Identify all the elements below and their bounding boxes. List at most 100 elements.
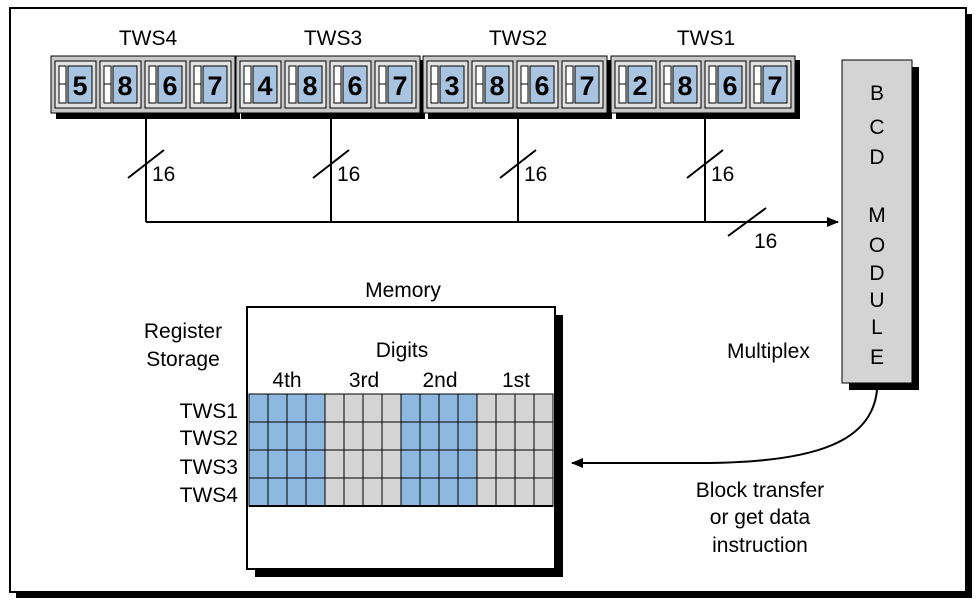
thumbwheel-digit: 8: [489, 71, 504, 101]
memory-bit-cell: [438, 421, 459, 451]
thumbwheel-window: [484, 65, 510, 104]
memory-bit-cell: [305, 449, 326, 479]
memory-bit-cell: [400, 421, 421, 451]
bus-lines: [145, 118, 839, 227]
memory-bit-cell: [362, 477, 383, 507]
register-label-line1: Register: [144, 320, 222, 343]
memory-bit-cell: [343, 393, 364, 423]
memory-bit-cell: [286, 393, 307, 423]
thumbwheel-digit: 8: [302, 71, 317, 101]
memory-bit-cell: [324, 421, 345, 451]
memory-bit-cell: [343, 449, 364, 479]
memory-bit-cell: [495, 449, 516, 479]
memory-bit-cell: [514, 449, 535, 479]
thumbwheel-digit: 6: [534, 71, 549, 101]
thumbwheel-window: [574, 65, 600, 104]
memory-bit-cell: [419, 477, 440, 507]
bus-width-label-tws3: 16: [337, 163, 360, 186]
thumbwheel-digit: 4: [257, 71, 272, 101]
thumbwheel-digit: 8: [677, 71, 692, 101]
memory-bit-cell: [514, 421, 535, 451]
memory-bit-cell: [400, 449, 421, 479]
memory-bit-cell: [495, 421, 516, 451]
digit-column-2nd: 2nd: [422, 369, 457, 392]
module-letter: E: [870, 346, 884, 369]
memory-bit-cell: [343, 477, 364, 507]
memory-bit-cell: [400, 393, 421, 423]
thumbwheel-window: [762, 65, 788, 104]
thumbwheel-window: [67, 65, 93, 104]
memory-bit-cell: [476, 393, 497, 423]
memory-bit-cell: [381, 477, 402, 507]
memory-bit-cell: [419, 393, 440, 423]
module-letter: U: [869, 289, 884, 312]
memory-row-label: TWS3: [180, 456, 238, 479]
memory-bit-cell: [248, 421, 269, 451]
memory-bit-cell: [381, 449, 402, 479]
thumbwheel-digit: 6: [347, 71, 362, 101]
memory-bit-cell: [514, 477, 535, 507]
memory-bit-cell: [267, 449, 288, 479]
transfer-arrow: [571, 389, 878, 468]
memory-bit-cell: [419, 421, 440, 451]
memory-bit-cell: [286, 421, 307, 451]
thumbwheel-window: [252, 65, 278, 104]
memory-bit-cell: [324, 477, 345, 507]
thumbwheel-window: [112, 65, 138, 104]
memory-bit-cell: [362, 449, 383, 479]
bcd-module: [841, 59, 913, 384]
memory-bit-cell: [400, 477, 421, 507]
module-letter: L: [871, 316, 883, 339]
memory-bit-cell: [343, 421, 364, 451]
thumbwheel-digit: 2: [632, 71, 647, 101]
digit-column-3rd: 3rd: [349, 369, 379, 392]
thumbwheel-digit: 5: [72, 71, 87, 101]
memory-bit-cell: [286, 477, 307, 507]
module-letter: O: [869, 234, 885, 257]
memory-bit-cell: [438, 477, 459, 507]
thumbwheel-digit: 3: [444, 71, 459, 101]
thumbwheel-digit: 7: [392, 71, 407, 101]
memory-bit-cell: [514, 393, 535, 423]
thumbwheel-digit: 8: [117, 71, 132, 101]
memory-bit-cell: [362, 393, 383, 423]
bus-width-label-tws4: 16: [152, 163, 175, 186]
memory-bit-cell: [533, 449, 554, 479]
bus-width-label-tws1: 16: [711, 163, 734, 186]
tws3-label: TWS3: [304, 27, 362, 50]
memory-bit-cell: [438, 449, 459, 479]
memory-bit-cell: [305, 421, 326, 451]
memory-bit-cell: [381, 421, 402, 451]
module-letter: B: [870, 82, 884, 105]
thumbwheel-window: [672, 65, 698, 104]
memory-bit-cell: [438, 393, 459, 423]
tws1-label: TWS1: [677, 27, 735, 50]
bus-width-label-tws2: 16: [524, 163, 547, 186]
thumbwheel-window: [529, 65, 555, 104]
memory-bit-cell: [457, 477, 478, 507]
digit-column-1st: 1st: [502, 369, 530, 392]
memory-bit-cell: [533, 393, 554, 423]
transfer-label-line3: instruction: [712, 534, 808, 557]
thumbwheel-window: [439, 65, 465, 104]
tws4-label: TWS4: [119, 27, 178, 50]
bcd-module-letters: B C D M O D U L E: [868, 82, 886, 369]
memory-row-label: TWS4: [180, 484, 239, 507]
bus-slashes: [127, 149, 767, 237]
memory-bit-cell: [248, 477, 269, 507]
tws2-label: TWS2: [489, 27, 547, 50]
memory-row-label: TWS1: [180, 400, 238, 423]
memory-bit-cell: [324, 393, 345, 423]
memory-bit-cell: [495, 477, 516, 507]
memory-bit-cell: [495, 393, 516, 423]
thumbwheel-window: [297, 65, 323, 104]
thumbwheel-window: [342, 65, 368, 104]
memory-bit-cell: [476, 449, 497, 479]
memory-row-label: TWS2: [180, 427, 238, 450]
memory-bit-cell: [457, 393, 478, 423]
thumbwheel-window: [387, 65, 413, 104]
